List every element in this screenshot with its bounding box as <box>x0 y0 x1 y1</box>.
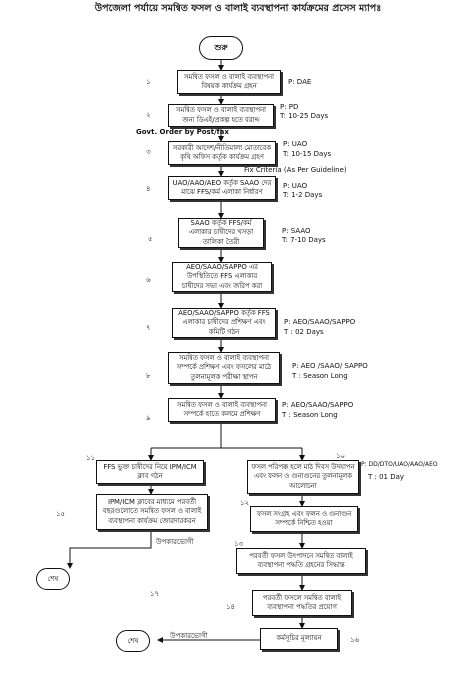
step-4-person: P: UAO <box>283 182 308 190</box>
step-5-text: SAAO কর্তৃক FFS/কর্ম এলাকার চাষীদের খসড়… <box>188 219 254 246</box>
step-13-box: পরবর্তী ফসল উৎপাদনে সমন্বিত বালাই ব্যবস্… <box>236 548 366 574</box>
step-2-text: সমন্বিত ফসল ও বালাই ব্যবস্থাপনা জন্য ডিএ… <box>175 106 267 124</box>
step-10-person: P: DD/DTO/UAO/AAO/AEO <box>361 461 438 468</box>
step-9-time: T : Season Long <box>282 411 338 419</box>
step-7-person: P: AEO/SAAO/SAPPO <box>284 318 356 326</box>
step-9-number: ৯ <box>146 414 151 422</box>
step-9-text: সমন্বিত ফসল ও বালাই ব্যবস্থাপনা সম্পর্কে… <box>176 400 268 418</box>
step-13-text: পরবর্তী ফসল উৎপাদনে সমন্বিত বালাই ব্যবস্… <box>249 551 353 569</box>
step-16-text: কর্মসূচির মূল্যায়ন <box>276 634 322 643</box>
beneficiary-label-bottom: উপকারভোগী <box>170 632 208 640</box>
step-7-number: ৭ <box>146 324 151 332</box>
step-14-box: পরবর্তী ফসলে সমন্বিত বালাই ব্যবস্থাপনা প… <box>252 590 352 616</box>
step-7-text: AEO/SAAO/SAPPO কর্তৃক FFS এলাকার চাষীদের… <box>178 309 270 336</box>
step-1-number: ১ <box>146 78 151 86</box>
step-4-box: UAO/AAO/AEO কর্তৃক SAAO দের মাঝে FFS/কর্… <box>168 176 276 200</box>
govt-order-note: Govt. Order by Post/fax <box>136 128 229 136</box>
step-7-time: T : 02 Days <box>284 328 324 336</box>
step-10-text: ফসল পরিপক্ক হলে মাঠ দিবস উদযাপন এবং ফলন … <box>251 463 355 490</box>
beneficiary-label-left: উপকারভোগী <box>156 538 194 546</box>
end-node-left: শেষ <box>36 568 70 590</box>
step-3-number: ৩ <box>146 148 151 156</box>
step-14-text: পরবর্তী ফসলে সমন্বিত বালাই ব্যবস্থাপনা প… <box>262 593 342 611</box>
step-11-box: FFS ভুক্ত চাষীদের নিয়ে IPM/ICM ক্লাব গঠ… <box>96 460 204 484</box>
step-16-box: কর্মসূচির মূল্যায়ন <box>260 628 338 650</box>
step-6-text: AEO/SAAO/SAPPO এর উপস্থিতিতে FFS এলাকার … <box>181 263 263 290</box>
step-15-number: ১৫ <box>56 510 66 518</box>
step-2-time: T: 10-25 Days <box>280 112 329 120</box>
step-13-number: ১৩ <box>234 540 244 548</box>
step-8-person: P: AEO /SAAO/ SAPPO <box>292 362 368 370</box>
step-1-person: P: DAE <box>288 78 312 86</box>
step-1-box: সমন্বিত ফসল ও বালাই ব্যবস্থাপনা বিষয়ক ক… <box>177 70 281 94</box>
step-9-box: সমন্বিত ফসল ও বালাই ব্যবস্থাপনা সম্পর্কে… <box>168 398 276 422</box>
step-2-number: ২ <box>146 111 151 119</box>
step-10-box: ফসল পরিপক্ক হলে মাঠ দিবস উদযাপন এবং ফলন … <box>247 460 359 494</box>
step-15-box: IPM/ICM ক্লাবের মাধ্যমে পরবর্তী বছরগুলোত… <box>96 494 208 530</box>
step-4-text: UAO/AAO/AEO কর্তৃক SAAO দের মাঝে FFS/কর্… <box>172 178 272 196</box>
step-5-person: P: SAAO <box>282 227 311 235</box>
step-8-number: ৮ <box>146 372 151 380</box>
page-title: উপজেলা পর্যায়ে সমন্বিত ফসল ও বালাই ব্যব… <box>94 3 382 14</box>
step-4-number: ৪ <box>146 185 151 193</box>
step-8-box: সমন্বিত ফসল ও বালাই ব্যবস্থাপনা সম্পর্কে… <box>168 352 280 384</box>
start-node: শুরু <box>199 36 243 60</box>
step-3-box: সরকারী আদেশ/নীতিমালা মোতাবেক কৃষি অফিস ক… <box>168 141 276 165</box>
step-2-person: P: PD <box>280 103 299 111</box>
step-3-text: সরকারী আদেশ/নীতিমালা মোতাবেক কৃষি অফিস ক… <box>172 143 272 161</box>
step-6-box: AEO/SAAO/SAPPO এর উপস্থিতিতে FFS এলাকার … <box>172 262 272 292</box>
step-10-number: ১০ <box>336 452 346 460</box>
step-12-text: ফসল সংগ্রহ এবং ফলন ও গুনাগুন সম্পর্কে নি… <box>256 509 352 527</box>
step-3-time: T: 10-15 Days <box>283 150 332 158</box>
step-10-time: T : 01 Day <box>368 473 405 481</box>
step-6-number: ৬ <box>146 276 151 284</box>
step-9-person: P: AEO/SAAO/SAPPO <box>282 401 354 409</box>
step-11-number: ১১ <box>86 454 96 462</box>
step-17-number: ১৭ <box>150 590 160 598</box>
step-15-text: IPM/ICM ক্লাবের মাধ্যমে পরবর্তী বছরগুলোত… <box>102 498 202 525</box>
step-16-number: ১৬ <box>350 636 360 644</box>
step-4-time: T: 1-2 Days <box>283 191 323 199</box>
step-5-time: T: 7-10 Days <box>282 236 326 244</box>
step-5-number: ৫ <box>148 235 153 243</box>
fix-criteria-note: Fix Criteria (As Per Guideline) <box>244 166 347 174</box>
step-7-box: AEO/SAAO/SAPPO কর্তৃক FFS এলাকার চাষীদের… <box>172 308 276 338</box>
end-node-bottom: শেষ <box>116 630 150 652</box>
step-12-box: ফসল সংগ্রহ এবং ফলন ও গুনাগুন সম্পর্কে নি… <box>250 506 358 532</box>
step-11-text: FFS ভুক্ত চাষীদের নিয়ে IPM/ICM ক্লাব গঠ… <box>103 462 197 480</box>
step-8-text: সমন্বিত ফসল ও বালাই ব্যবস্থাপনা সম্পর্কে… <box>176 354 272 381</box>
step-1-text: সমন্বিত ফসল ও বালাই ব্যবস্থাপনা বিষয়ক ক… <box>183 72 275 90</box>
step-12-number: ১২ <box>240 499 250 507</box>
arrow-15-end <box>67 530 152 569</box>
step-3-person: P: UAO <box>283 140 308 148</box>
step-5-box: SAAO কর্তৃক FFS/কর্ম এলাকার চাষীদের খসড়… <box>178 218 264 248</box>
step-14-number: ১৪ <box>226 603 236 611</box>
step-8-time: T : Season Long <box>292 372 348 380</box>
step-2-box: সমন্বিত ফসল ও বালাই ব্যবস্থাপনা জন্য ডিএ… <box>168 104 274 127</box>
